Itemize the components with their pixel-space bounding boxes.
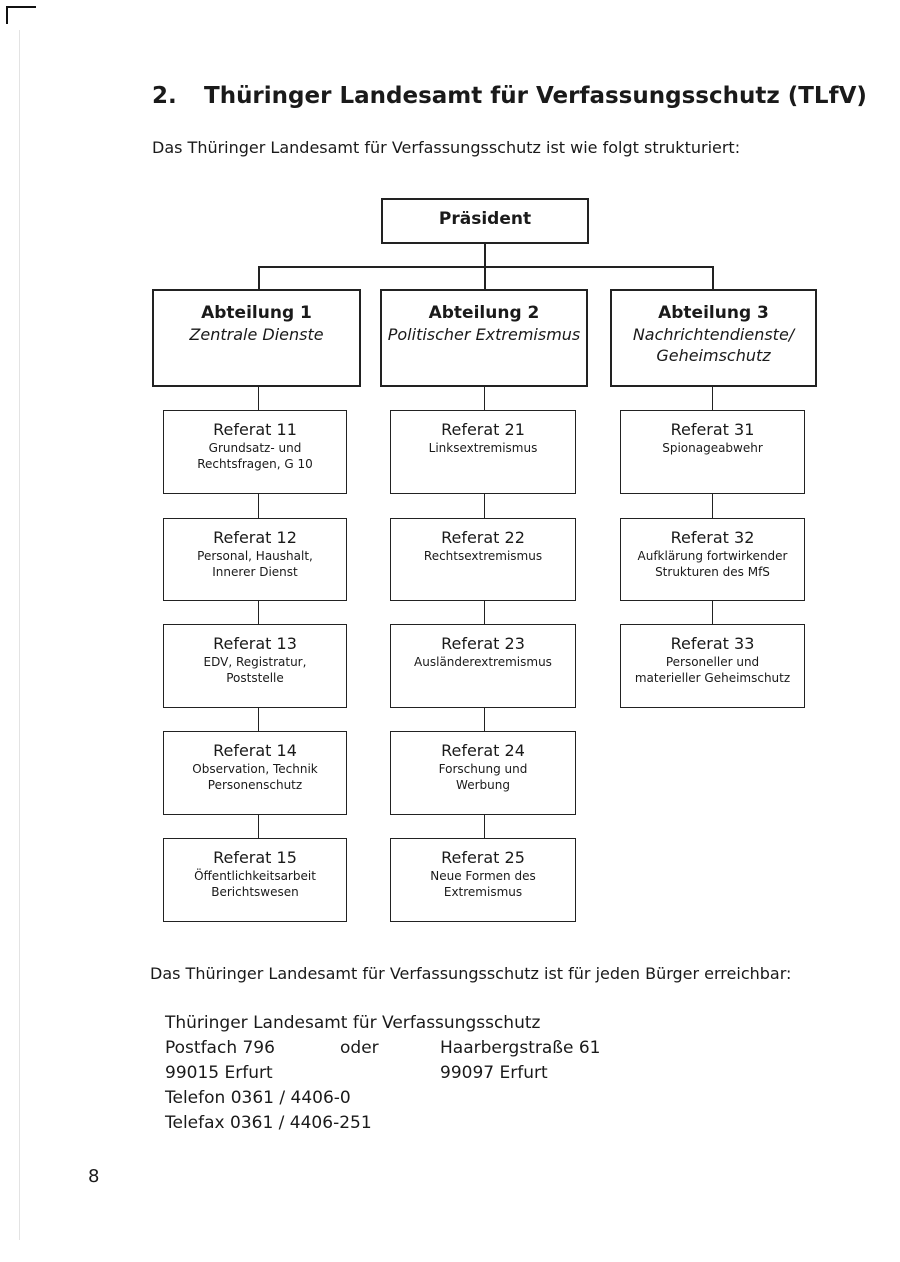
president-box: Präsident	[381, 198, 589, 244]
referat-33-box: Referat 33 Personeller und materieller G…	[620, 624, 805, 708]
address-or: oder	[340, 1038, 379, 1058]
referat-description-line2: Innerer Dienst	[212, 565, 298, 579]
section-heading: 2. Thüringer Landesamt für Verfassungssch…	[152, 83, 867, 109]
crop-mark	[6, 6, 36, 8]
referat-11-box: Referat 11 Grundsatz- und Rechtsfragen, …	[163, 410, 347, 494]
department-2-box: Abteilung 2 Politischer Extremismus	[380, 289, 588, 387]
address-telefon: Telefon 0361 / 4406-0	[165, 1088, 351, 1108]
referat-title: Referat 25	[441, 848, 525, 867]
referat-title: Referat 32	[670, 528, 755, 547]
referat-description-line2: Rechtsfragen, G 10	[197, 457, 313, 471]
connector-line	[258, 266, 260, 290]
referat-14-box: Referat 14 Observation, Technik Personen…	[163, 731, 347, 815]
referat-description-line2: Extremismus	[443, 885, 523, 899]
address-plz-street: 99097 Erfurt	[440, 1063, 548, 1083]
department-title: Abteilung 2	[428, 303, 540, 323]
referat-31-box: Referat 31 Spionageabwehr	[620, 410, 805, 494]
referat-title: Referat 12	[213, 528, 297, 547]
referat-25-box: Referat 25 Neue Formen des Extremismus	[390, 838, 576, 922]
connector-line	[484, 266, 486, 290]
page-number: 8	[88, 1166, 100, 1187]
referat-description: Forschung und	[438, 762, 528, 776]
referat-description-line2: Werbung	[456, 778, 510, 792]
referat-title: Referat 13	[213, 634, 297, 653]
referat-title: Referat 22	[441, 528, 525, 547]
referat-15-box: Referat 15 Öffentlichkeitsarbeit Bericht…	[163, 838, 347, 922]
referat-description: Spionageabwehr	[662, 441, 763, 455]
referat-description: Personeller und	[665, 655, 760, 669]
connector-line	[712, 266, 714, 290]
referat-description: Linksextremismus	[428, 441, 538, 455]
referat-title: Referat 31	[670, 420, 755, 439]
connector-line	[258, 386, 259, 838]
address-postfach: Postfach 796	[165, 1038, 275, 1058]
address-name: Thüringer Landesamt für Verfassungsschut…	[165, 1013, 541, 1033]
referat-title: Referat 21	[441, 420, 525, 439]
connector-line	[484, 243, 486, 268]
department-title: Abteilung 1	[201, 303, 312, 323]
referat-description: EDV, Registratur,	[203, 655, 307, 669]
referat-description: Neue Formen des	[430, 869, 536, 883]
department-3-box: Abteilung 3 Nachrichtendienste/ Geheimsc…	[610, 289, 817, 387]
referat-description: Observation, Technik	[192, 762, 318, 776]
reachability-text: Das Thüringer Landesamt für Verfassungss…	[150, 964, 792, 983]
referat-title: Referat 23	[441, 634, 525, 653]
connector-line	[712, 386, 713, 626]
address-street: Haarbergstraße 61	[440, 1038, 601, 1058]
department-title: Abteilung 3	[658, 303, 769, 323]
referat-12-box: Referat 12 Personal, Haushalt, Innerer D…	[163, 518, 347, 601]
department-subtitle: Politischer Extremismus	[387, 325, 581, 344]
department-subtitle-line2: Geheimschutz	[656, 346, 771, 365]
address-plz-postfach: 99015 Erfurt	[165, 1063, 273, 1083]
section-number: 2.	[152, 83, 177, 109]
connector-line	[484, 386, 485, 838]
referat-description: Öffentlichkeitsarbeit	[194, 869, 316, 883]
connector-line	[258, 266, 714, 268]
referat-23-box: Referat 23 Ausländerextremismus	[390, 624, 576, 708]
crop-mark-vertical	[6, 6, 8, 24]
section-title: Thüringer Landesamt für Verfassungsschut…	[204, 83, 867, 109]
referat-description-line2: Personenschutz	[207, 778, 303, 792]
referat-21-box: Referat 21 Linksextremismus	[390, 410, 576, 494]
referat-description-line2: Berichtswesen	[211, 885, 299, 899]
referat-title: Referat 33	[670, 634, 755, 653]
referat-description-line2: materieller Geheimschutz	[634, 671, 791, 685]
referat-description-line2: Poststelle	[226, 671, 284, 685]
referat-description: Grundsatz- und	[208, 441, 302, 455]
referat-title: Referat 15	[213, 848, 297, 867]
referat-description-line2: Strukturen des MfS	[655, 565, 770, 579]
referat-title: Referat 14	[213, 741, 297, 760]
department-subtitle: Nachrichtendienste/	[632, 325, 795, 344]
referat-32-box: Referat 32 Aufklärung fortwirkender Stru…	[620, 518, 805, 601]
referat-24-box: Referat 24 Forschung und Werbung	[390, 731, 576, 815]
referat-description: Aufklärung fortwirkender	[637, 549, 788, 563]
referat-13-box: Referat 13 EDV, Registratur, Poststelle	[163, 624, 347, 708]
intro-text: Das Thüringer Landesamt für Verfassungss…	[152, 138, 741, 157]
department-subtitle: Zentrale Dienste	[189, 325, 324, 344]
referat-title: Referat 11	[213, 420, 297, 439]
referat-title: Referat 24	[441, 741, 525, 760]
page-edge-line	[19, 30, 20, 1240]
department-1-box: Abteilung 1 Zentrale Dienste	[152, 289, 361, 387]
address-telefax: Telefax 0361 / 4406-251	[165, 1113, 372, 1133]
president-label: Präsident	[438, 209, 532, 229]
referat-22-box: Referat 22 Rechtsextremismus	[390, 518, 576, 601]
referat-description: Ausländerextremismus	[414, 655, 552, 669]
referat-description: Personal, Haushalt,	[197, 549, 313, 563]
referat-description: Rechtsextremismus	[423, 549, 543, 563]
